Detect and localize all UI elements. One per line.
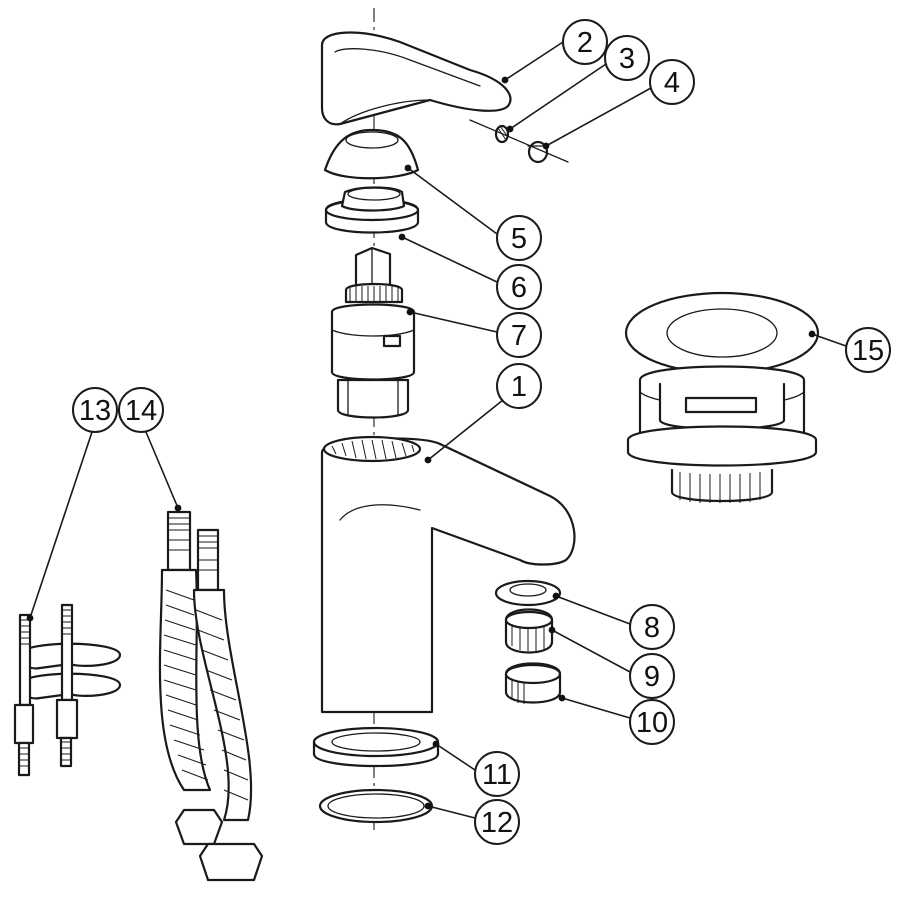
callout-circle-11: [474, 751, 520, 797]
callout-9: 9: [629, 653, 675, 699]
callout-3: 3: [604, 35, 650, 81]
callout-label-13: 13: [79, 395, 111, 427]
leader-line-6: [401, 236, 498, 283]
leader-dot-12: [424, 802, 432, 810]
callout-label-15: 15: [852, 335, 884, 367]
part-15-waste: [624, 291, 820, 503]
leader-line-10: [561, 697, 631, 719]
callout-circle-14: [118, 387, 164, 433]
callout-7: 7: [496, 312, 542, 358]
callout-8: 8: [629, 604, 675, 650]
callout-label-3: 3: [619, 43, 635, 75]
callout-circle-9: [629, 653, 675, 699]
callout-14: 14: [118, 387, 164, 433]
leader-line-5: [407, 167, 498, 235]
callout-12: 12: [474, 799, 520, 845]
callout-15: 15: [845, 327, 891, 373]
leader-line-2: [504, 41, 564, 81]
leader-dot-10: [558, 694, 566, 702]
leader-line-7: [409, 311, 498, 333]
callout-label-8: 8: [644, 612, 660, 644]
leader-dot-4: [542, 142, 550, 150]
callout-label-10: 10: [636, 707, 668, 739]
leader-dot-1: [424, 456, 432, 464]
leader-lines: [26, 41, 847, 819]
callout-circle-15: [845, 327, 891, 373]
leader-dot-8: [552, 592, 560, 600]
leader-dot-13: [26, 614, 34, 622]
leader-dot-15: [808, 330, 816, 338]
leader-line-1: [427, 399, 504, 461]
callout-circle-6: [496, 264, 542, 310]
part-14-flexible-hoses: [158, 510, 264, 882]
part-8-washer: [494, 579, 562, 607]
leader-dot-11: [432, 740, 440, 748]
part-11-base-washer: [312, 726, 440, 768]
callout-circle-4: [649, 59, 695, 105]
callout-label-7: 7: [511, 320, 527, 352]
part-9-aerator-insert: [504, 608, 554, 654]
callout-circle-13: [72, 387, 118, 433]
callout-13: 13: [72, 387, 118, 433]
part-7-cartridge: [330, 246, 416, 419]
leader-line-12: [427, 805, 476, 819]
callout-6: 6: [496, 264, 542, 310]
leader-line-9: [551, 629, 631, 673]
leader-line-11: [435, 743, 476, 771]
callout-label-5: 5: [511, 223, 527, 255]
part-10-aerator-housing: [504, 662, 562, 704]
callout-1: 1: [496, 363, 542, 409]
callout-circle-12: [474, 799, 520, 845]
callout-circle-5: [496, 215, 542, 261]
leader-dot-2: [501, 76, 509, 84]
leader-dot-14: [174, 504, 182, 512]
part-6-locking-ring: [324, 186, 420, 234]
callout-4: 4: [649, 59, 695, 105]
part-1-tap-body: [320, 435, 576, 714]
leader-dot-6: [398, 233, 406, 241]
leader-line-4: [545, 87, 652, 147]
callout-2: 2: [562, 19, 608, 65]
callout-circle-1: [496, 363, 542, 409]
callout-label-12: 12: [481, 807, 513, 839]
callout-11: 11: [474, 751, 520, 797]
callout-10: 10: [629, 699, 675, 745]
screw-axis: [469, 119, 569, 163]
leader-line-3: [509, 63, 607, 130]
callout-circle-3: [604, 35, 650, 81]
callout-label-9: 9: [644, 661, 660, 693]
leader-line-14: [145, 431, 179, 509]
leader-line-13: [29, 431, 93, 619]
part-2-lever-handle: [320, 31, 512, 126]
callout-label-4: 4: [664, 67, 680, 99]
leader-line-8: [555, 595, 631, 625]
callout-label-1: 1: [511, 371, 527, 403]
callout-5: 5: [496, 215, 542, 261]
part-13-fixing-studs: [13, 603, 122, 777]
callout-label-11: 11: [482, 759, 512, 791]
leader-dot-7: [406, 308, 414, 316]
part-5-shroud: [323, 128, 420, 180]
leader-dot-3: [506, 125, 514, 133]
leader-line-15: [811, 333, 847, 347]
callout-label-6: 6: [511, 272, 527, 304]
leader-dot-5: [404, 164, 412, 172]
part-12-o-ring: [318, 788, 434, 824]
callout-circle-7: [496, 312, 542, 358]
callout-circle-10: [629, 699, 675, 745]
callout-circle-2: [562, 19, 608, 65]
callout-circle-8: [629, 604, 675, 650]
callout-label-2: 2: [577, 27, 593, 59]
leader-dot-9: [548, 626, 556, 634]
callout-label-14: 14: [125, 395, 157, 427]
